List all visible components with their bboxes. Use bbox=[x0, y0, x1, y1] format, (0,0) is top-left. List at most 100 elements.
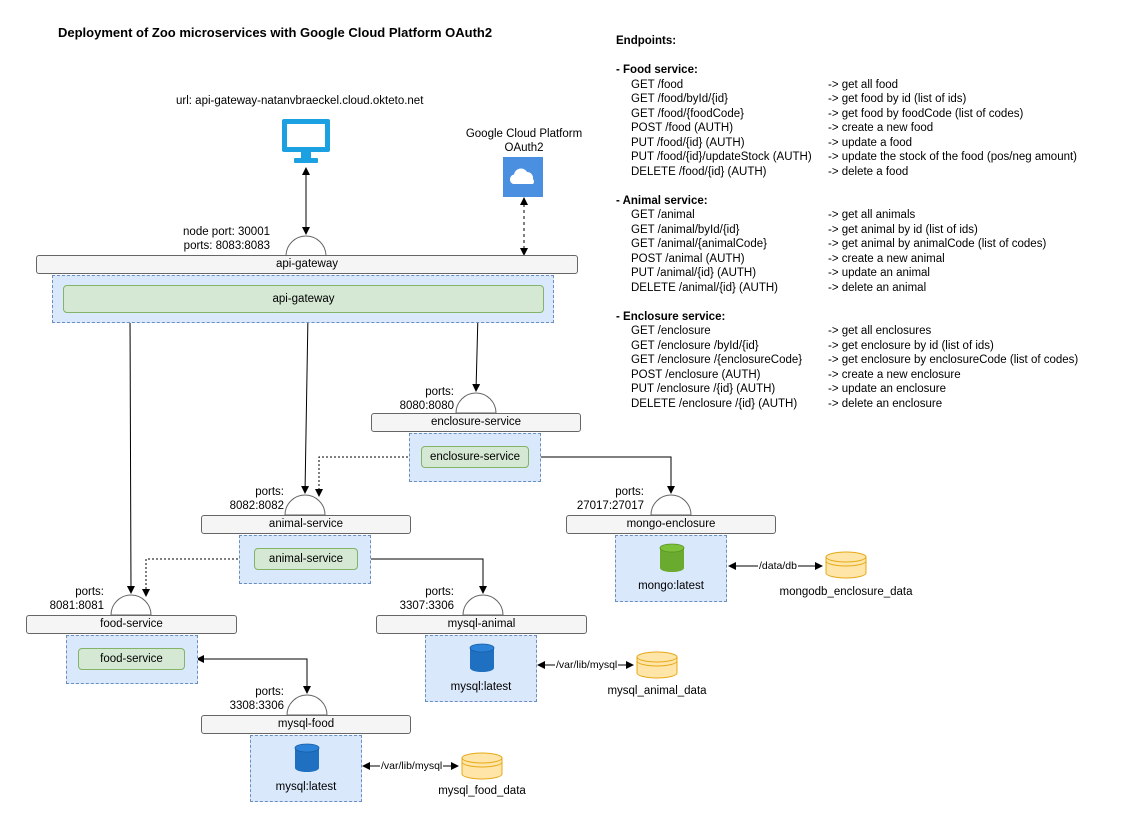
endpoint-description: -> get food by id (list of ids) bbox=[828, 93, 967, 105]
endpoint-row: POST /enclosure (AUTH) -> create a new en… bbox=[616, 368, 961, 383]
mongo-volume-icon bbox=[825, 551, 867, 579]
mongo-volume-label: mongodb_enclosure_data bbox=[779, 586, 913, 598]
endpoint-description: -> create a new enclosure bbox=[828, 368, 961, 381]
port-animal-service bbox=[284, 494, 326, 516]
endpoint-method: POST /animal (AUTH) bbox=[631, 252, 745, 265]
endpoint-row: POST /food (AUTH)-> create a new food bbox=[616, 121, 933, 136]
enclosure-ports-value: 8080:8080 bbox=[399, 400, 454, 412]
endpoint-method: DELETE /food/{id} (AUTH) bbox=[631, 165, 767, 178]
monitor-icon bbox=[282, 119, 330, 163]
endpoint-row: PUT /enclosure /{id} (AUTH) -> update an … bbox=[616, 382, 946, 397]
edge-animal-mysql bbox=[360, 555, 487, 594]
edge-gateway-food bbox=[126, 313, 135, 594]
endpoint-row: GET /food/{foodCode}-> get food by foodC… bbox=[616, 107, 1023, 122]
endpoint-method: GET /food bbox=[631, 78, 684, 91]
gateway-ports: ports: 8083:8083 bbox=[183, 240, 270, 252]
endpoint-row: GET /enclosure-> get all enclosures bbox=[616, 324, 931, 339]
endpoint-method: POST /food (AUTH) bbox=[631, 122, 734, 134]
endpoint-method: DELETE /animal/{id} (AUTH) bbox=[631, 281, 778, 294]
endpoint-row: PUT /food/{id} (AUTH)-> update a food bbox=[616, 136, 912, 151]
animal-ports-value: 8082:8082 bbox=[229, 500, 284, 512]
edge-gateway-enclosure bbox=[472, 313, 481, 392]
mysql-food-bar[interactable]: mysql-food bbox=[201, 715, 411, 734]
api-gateway-pod[interactable]: api-gateway bbox=[63, 285, 544, 313]
port-mysql-food bbox=[286, 694, 328, 716]
endpoints-panel: Endpoints: - Food service:GET /food-> ge… bbox=[616, 34, 1078, 411]
port-food-service bbox=[110, 594, 152, 616]
food-service-bar[interactable]: food-service bbox=[26, 615, 237, 634]
endpoint-description: -> get all food bbox=[828, 78, 899, 91]
endpoint-row: GET /animal/{animalCode} -> get animal by… bbox=[616, 237, 1046, 252]
animal-service-bar[interactable]: animal-service bbox=[201, 515, 411, 534]
endpoint-method: GET /animal bbox=[631, 209, 695, 221]
mysql-animal-ports-label: ports: bbox=[425, 586, 454, 598]
endpoint-description: -> delete an enclosure bbox=[828, 397, 943, 410]
edge-food-mysql bbox=[196, 655, 311, 694]
port-api-gateway bbox=[285, 235, 327, 257]
mysql-animal-ports-value: 3307:3306 bbox=[399, 600, 454, 612]
edge-enclosure-mongo bbox=[530, 453, 675, 494]
food-service-pod[interactable]: food-service bbox=[78, 648, 185, 670]
endpoint-description: -> update the stock of the food (pos/neg… bbox=[828, 151, 1078, 163]
mysql-food-volume-label: mysql_food_data bbox=[438, 785, 526, 797]
endpoint-description: -> get animal by animalCode (list of cod… bbox=[828, 238, 1047, 250]
food-ports-label: ports: bbox=[75, 586, 104, 598]
mysql-food-volume-icon bbox=[461, 752, 503, 780]
gateway-node-port: node port: 30001 bbox=[183, 226, 270, 238]
endpoint-method: PUT /enclosure /{id} (AUTH) bbox=[631, 383, 776, 395]
enclosure-service-pod[interactable]: enclosure-service bbox=[421, 446, 529, 468]
endpoint-method: PUT /food/{id}/updateStock (AUTH) bbox=[631, 151, 812, 163]
endpoint-method: POST /enclosure (AUTH) bbox=[631, 368, 761, 381]
endpoint-method: PUT /food/{id} (AUTH) bbox=[631, 136, 745, 149]
endpoint-description: -> get all enclosures bbox=[828, 325, 932, 337]
endpoint-row: POST /animal (AUTH) -> create a new anima… bbox=[616, 252, 945, 267]
enclosure-service-bar[interactable]: enclosure-service bbox=[371, 413, 581, 432]
mysql-food-ports-label: ports: bbox=[255, 686, 284, 698]
mysql-animal-bar[interactable]: mysql-animal bbox=[376, 615, 587, 634]
mongo-database-icon bbox=[659, 543, 685, 572]
api-gateway-service-bar[interactable]: api-gateway bbox=[36, 255, 578, 274]
endpoint-method: GET /enclosure /{enclosureCode} bbox=[631, 354, 803, 366]
endpoint-row: GET /enclosure /byId/{id}-> get enclosur… bbox=[616, 339, 994, 354]
endpoint-row: DELETE /animal/{id} (AUTH) -> delete an a… bbox=[616, 281, 926, 296]
endpoint-row: DELETE /food/{id} (AUTH) -> delete a food bbox=[616, 165, 908, 180]
endpoint-group-heading: - Animal service: bbox=[616, 194, 708, 207]
diagram-title: Deployment of Zoo microservices with Goo… bbox=[58, 25, 493, 40]
endpoint-method: GET /animal/byId/{id} bbox=[631, 223, 740, 236]
mysql-food-ports-value: 3308:3306 bbox=[229, 700, 284, 712]
food-ports-value: 8081:8081 bbox=[49, 600, 104, 612]
port-mongo-enclosure bbox=[650, 494, 692, 516]
endpoint-row: GET /animal/byId/{id}-> get animal by id… bbox=[616, 223, 978, 238]
endpoint-row: GET /food -> get all food bbox=[616, 78, 898, 93]
endpoint-method: GET /food/byId/{id} bbox=[631, 93, 728, 105]
endpoint-method: GET /animal/{animalCode} bbox=[631, 238, 767, 250]
endpoint-method: DELETE /enclosure /{id} (AUTH) bbox=[631, 397, 798, 410]
endpoint-row: GET /food/byId/{id} -> get food by id (li… bbox=[616, 92, 966, 107]
endpoint-row: GET /enclosure /{enclosureCode}-> get en… bbox=[616, 353, 1078, 368]
endpoint-row: GET /animal -> get all animals bbox=[616, 208, 915, 223]
mysql-food-volume-path: /var/lib/mysql bbox=[380, 760, 444, 772]
mysql-animal-volume-path: /var/lib/mysql bbox=[555, 659, 619, 671]
animal-service-pod[interactable]: animal-service bbox=[254, 548, 358, 570]
enclosure-ports-label: ports: bbox=[425, 386, 454, 398]
mysql-animal-image-label: mysql:latest bbox=[450, 681, 512, 693]
mysql-animal-database-icon bbox=[469, 643, 495, 672]
cloud-icon bbox=[503, 157, 543, 197]
mysql-animal-volume-label: mysql_animal_data bbox=[607, 685, 707, 697]
endpoint-description: -> get all animals bbox=[828, 209, 916, 221]
endpoint-description: -> delete a food bbox=[828, 165, 909, 178]
endpoint-row: PUT /food/{id}/updateStock (AUTH) -> upd… bbox=[616, 150, 1077, 165]
mongo-enclosure-bar[interactable]: mongo-enclosure bbox=[566, 515, 776, 534]
edge-enclosure-animal bbox=[315, 456, 412, 497]
endpoint-group-heading: - Enclosure service: bbox=[616, 310, 726, 323]
endpoint-description: -> create a new animal bbox=[828, 252, 945, 265]
endpoint-description: -> update an animal bbox=[828, 267, 930, 279]
endpoint-description: -> delete an animal bbox=[828, 281, 927, 294]
edge-animal-food bbox=[142, 558, 254, 597]
mongo-volume-path: /data/db bbox=[758, 560, 798, 572]
endpoint-description: -> update an enclosure bbox=[828, 383, 946, 395]
port-mysql-animal bbox=[462, 594, 504, 616]
endpoint-group-heading: - Food service: bbox=[616, 64, 698, 76]
